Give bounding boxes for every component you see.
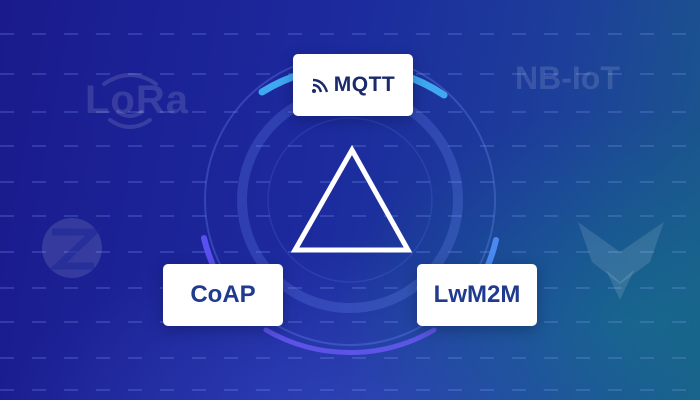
arc-bottom xyxy=(263,327,437,355)
chevron-logo-icon xyxy=(578,222,664,300)
mqtt-card: MQTT xyxy=(293,54,413,116)
zigbee-icon xyxy=(42,218,103,278)
lwm2m-label: LwM2M xyxy=(433,281,521,308)
lwm2m-card: LwM2M xyxy=(417,264,537,326)
core-ring xyxy=(267,117,433,283)
mqtt-label: MQTT xyxy=(333,73,396,96)
lora-background-label: LoRa xyxy=(85,78,189,122)
mqtt-signal-icon xyxy=(311,78,328,93)
lora-signal-icon xyxy=(102,73,158,129)
coap-card: CoAP xyxy=(163,264,283,326)
dashed-grid-lines xyxy=(0,33,700,391)
nbiot-background-label: NB-IoT xyxy=(515,60,620,96)
triangle-icon xyxy=(290,144,413,253)
coap-label: CoAP xyxy=(190,281,256,308)
